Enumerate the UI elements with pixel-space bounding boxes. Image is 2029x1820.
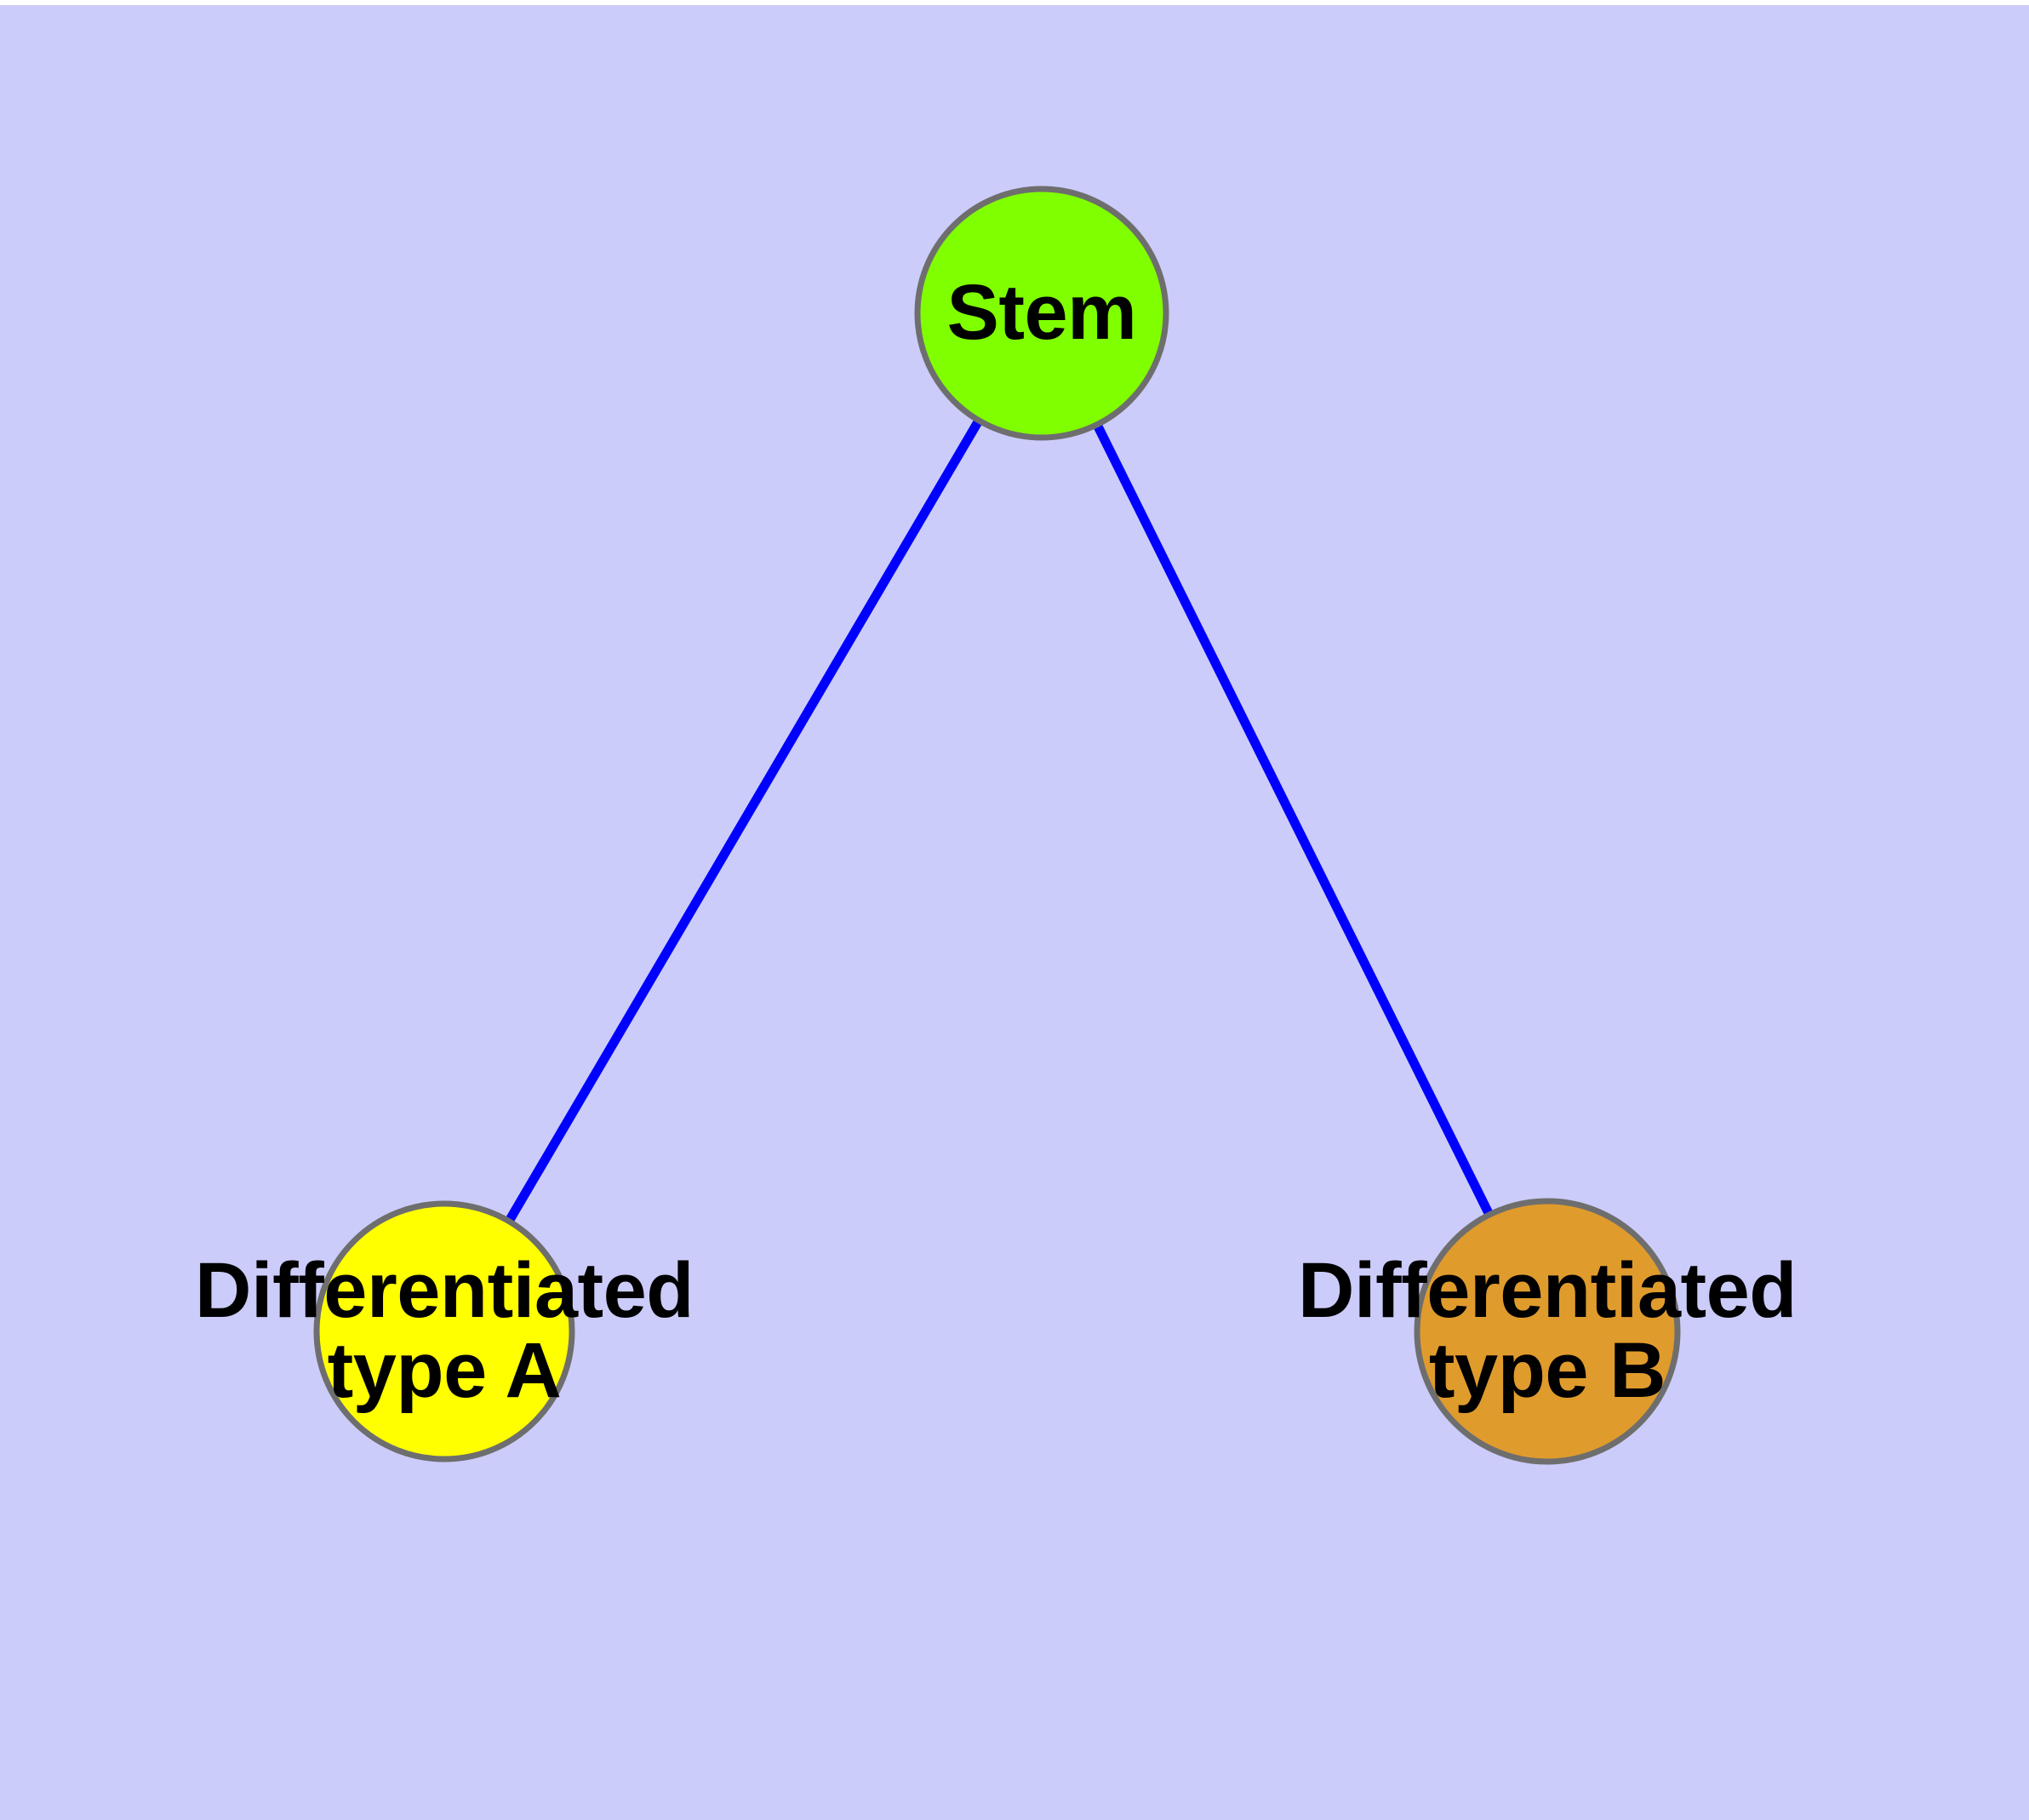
graph-edge-stem-to-b [1037, 311, 1552, 1334]
graph-edge-stem-to-a [440, 311, 1046, 1334]
nodes-layer [313, 186, 1681, 1465]
edges-layer [440, 311, 1552, 1334]
graph-node-diff_b[interactable] [1414, 1198, 1681, 1465]
graph-node-stem[interactable] [914, 186, 1169, 441]
graph-node-diff_a[interactable] [313, 1200, 575, 1462]
